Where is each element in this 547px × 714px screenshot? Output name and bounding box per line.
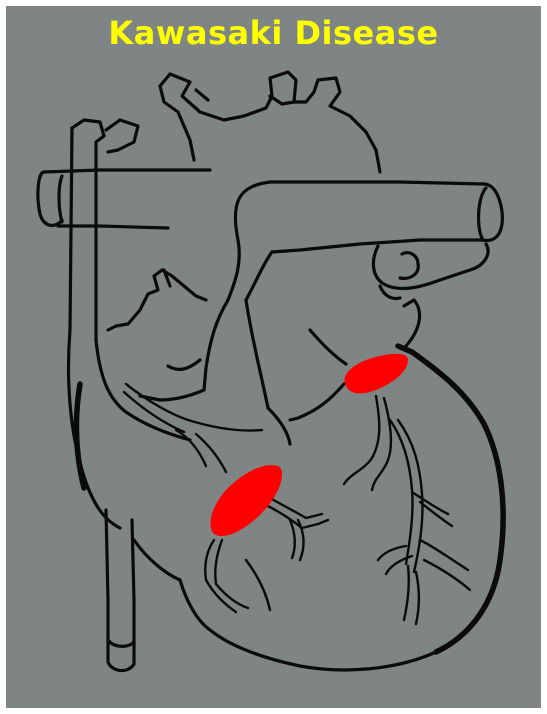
aneurysm-upper xyxy=(344,354,408,394)
ventricle-outline xyxy=(134,300,503,670)
superior-vena-cava xyxy=(70,120,138,340)
inferior-vena-cava xyxy=(106,510,134,671)
left-coronary-branches xyxy=(344,396,470,624)
left-horizontal-vessel xyxy=(38,170,210,228)
aortic-arch xyxy=(160,72,380,172)
right-atrium xyxy=(69,330,191,528)
aneurysm-lower xyxy=(210,465,282,536)
left-pulmonary-artery xyxy=(373,244,488,299)
pulmonary-trunk xyxy=(228,182,502,300)
